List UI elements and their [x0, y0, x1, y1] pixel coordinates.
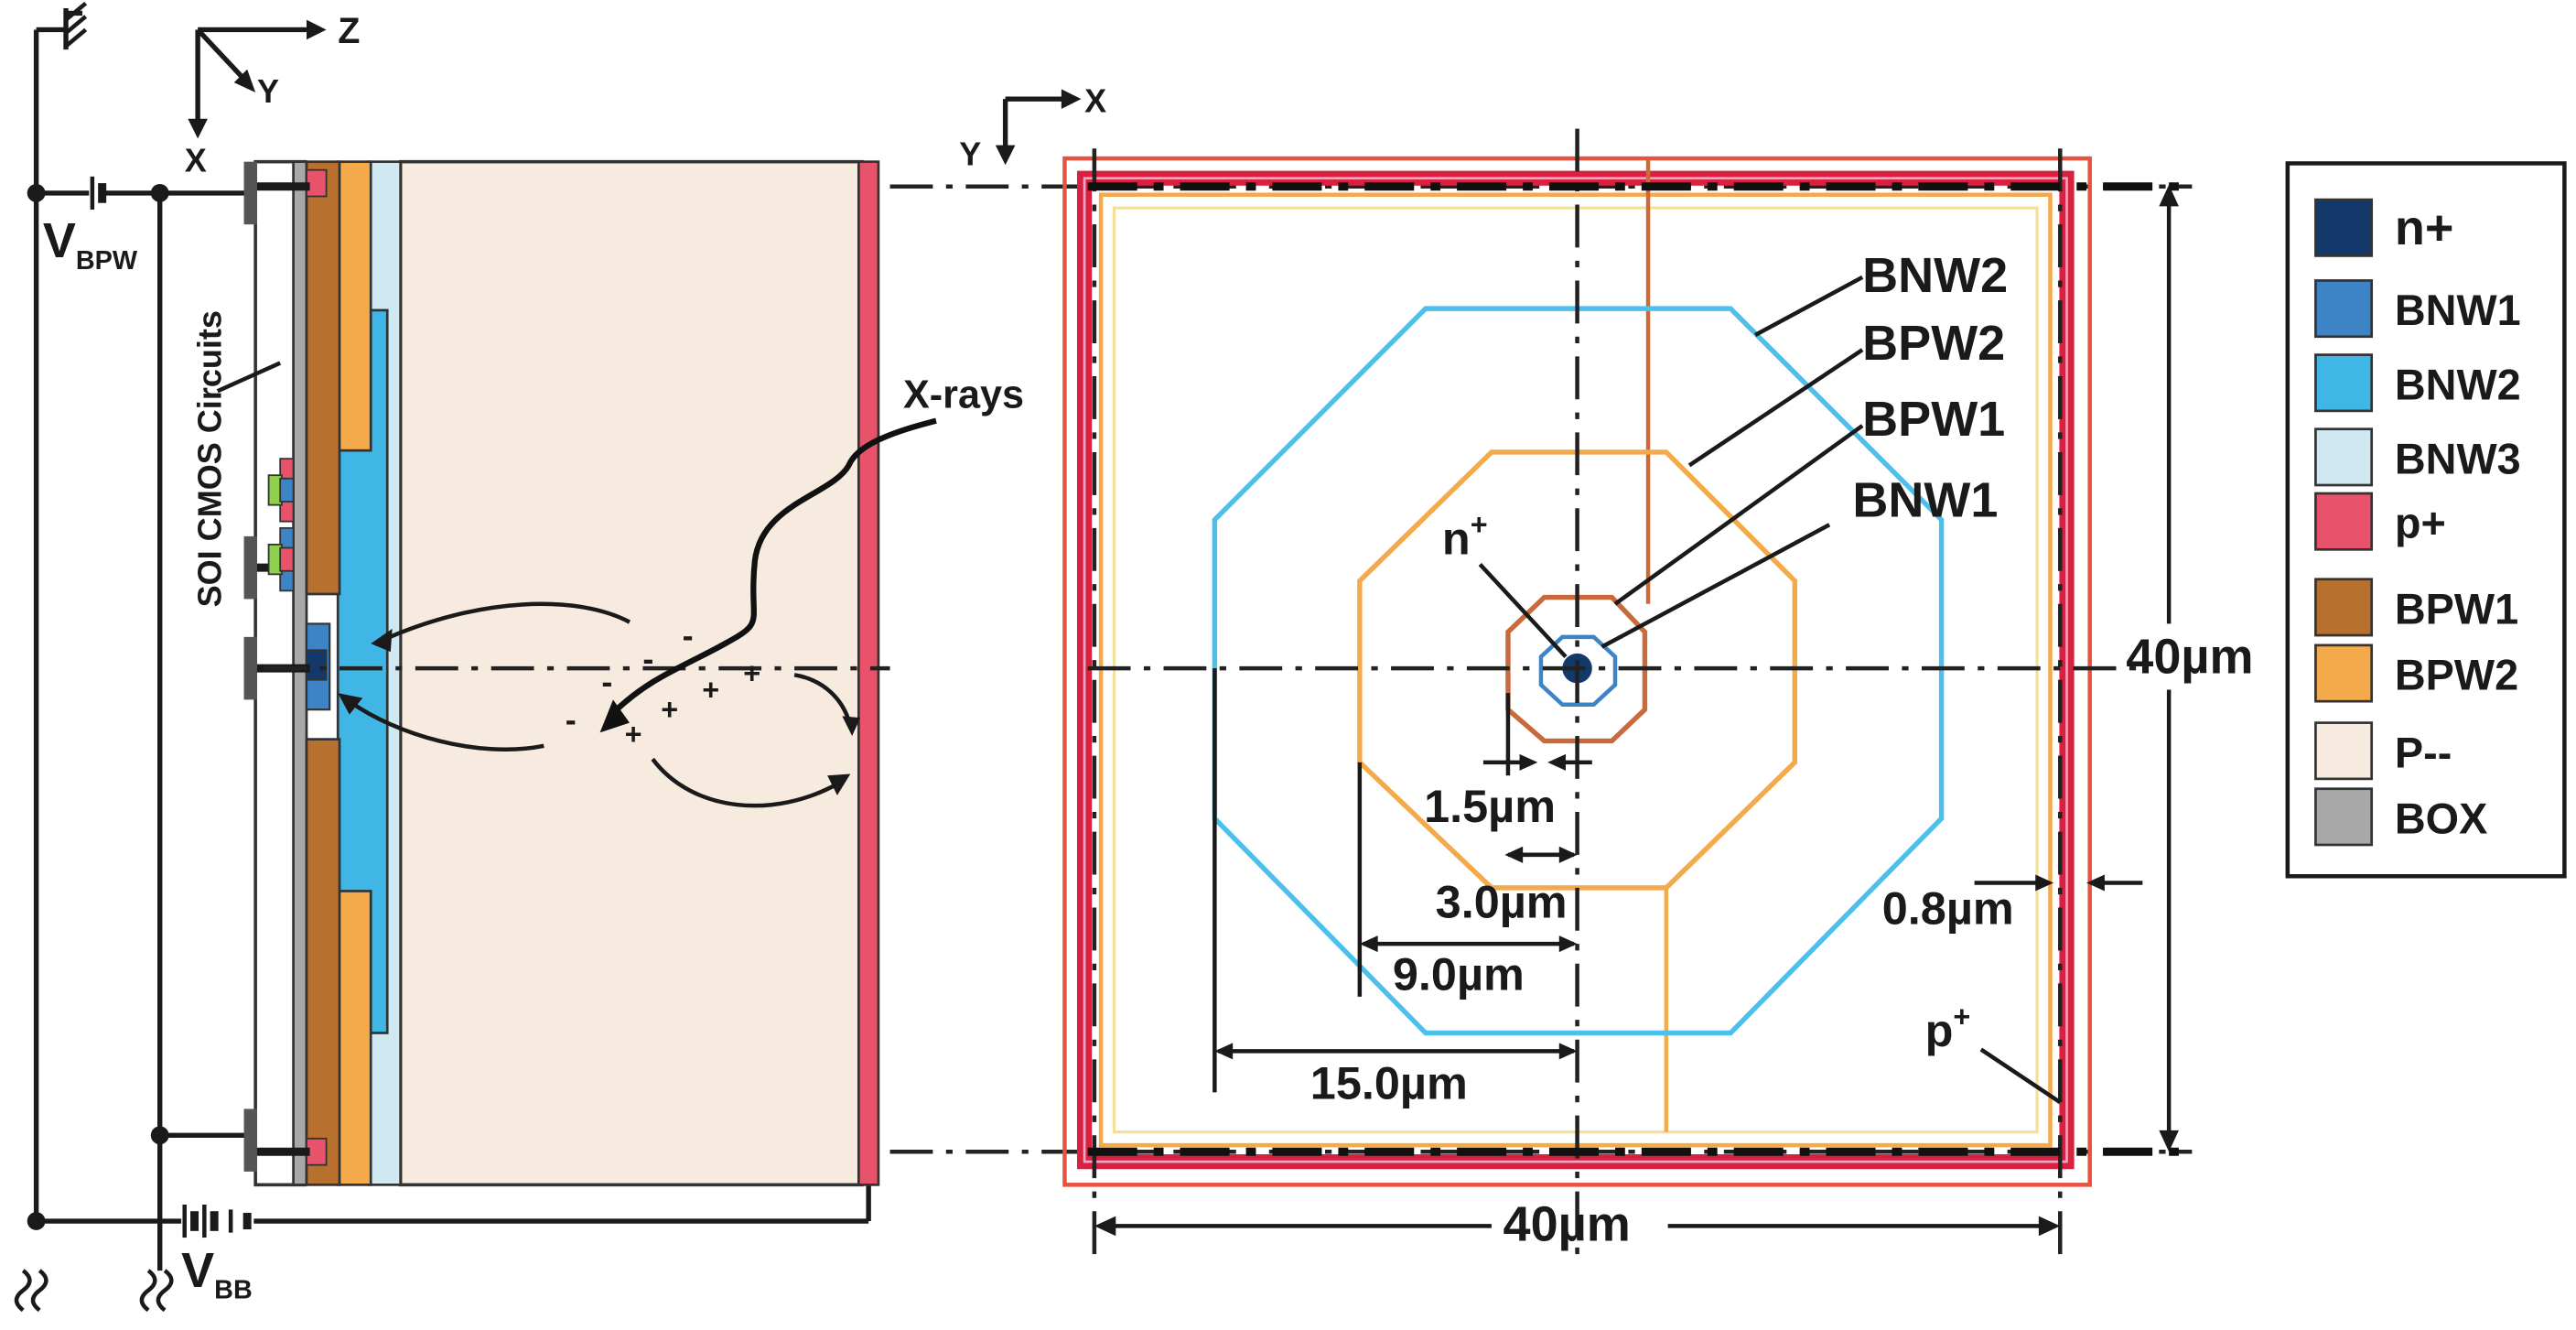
legend-swatch-p-	[2314, 492, 2374, 551]
legend-swatch-p-	[2314, 721, 2374, 781]
vbpw-main: V	[43, 213, 76, 268]
n-plus-label: n+	[1442, 508, 1488, 565]
axis-label-y-right: Y	[959, 135, 981, 172]
substrate-p-minus	[398, 159, 864, 1187]
svg-text:+: +	[661, 693, 678, 726]
back-p-plus	[857, 160, 880, 1186]
p-plus-main: p	[1925, 1004, 1954, 1056]
legend-label-n-: n+	[2395, 200, 2454, 255]
xray-arrowhead	[599, 699, 630, 733]
legend-swatch-bpw2	[2314, 643, 2374, 703]
legend-swatch-bnw3	[2314, 427, 2374, 487]
legend-label-p-: P--	[2395, 729, 2452, 776]
svg-text:-: -	[642, 640, 653, 677]
legend-label-bnw3: BNW3	[2395, 435, 2521, 482]
svg-text:+: +	[743, 656, 760, 689]
dim-15-0: 15.0µm	[1310, 1057, 1468, 1109]
bias-circuit: VBPW VBB	[14, 1, 871, 1313]
vbb-label: VBB	[181, 1243, 253, 1305]
bpw2-octagon	[1357, 449, 1798, 891]
axis-label-x: X	[185, 141, 207, 178]
vbpw-battery-icon	[90, 176, 107, 210]
axis-label-y: Y	[257, 72, 279, 110]
dim-3-0: 3.0µm	[1436, 875, 1568, 927]
legend-label-bpw1: BPW1	[2395, 585, 2518, 633]
legend-label-box: BOX	[2395, 795, 2487, 842]
cross-section: SOI CMOS Circuits X-rays - - - - + + + +	[190, 159, 1024, 1187]
legend-label-bpw2: BPW2	[2395, 652, 2518, 699]
right-axes: X Y	[959, 82, 1106, 173]
soi-transistors	[267, 458, 295, 592]
xrays-label: X-rays	[903, 373, 1024, 416]
ground-wiggle-icon	[14, 1269, 174, 1313]
vbpw-sub: BPW	[76, 246, 138, 276]
bnw1-label: BNW1	[1852, 472, 1998, 527]
n-plus-main: n	[1442, 513, 1471, 565]
svg-text:-: -	[566, 701, 577, 739]
p-plus-sup: +	[1953, 1000, 1970, 1033]
bpw1-octagon	[1505, 594, 1648, 744]
bnw1-octagon	[1538, 634, 1618, 708]
top-view: BNW2 BPW2 BPW1 BNW1 n+ p+ 1.5µm 3.0µm 9.…	[1062, 128, 2254, 1255]
bnw2-octagon	[1212, 306, 1945, 1036]
legend-label-bnw2: BNW2	[2395, 361, 2521, 408]
svg-text:-: -	[601, 663, 612, 700]
dim-0-8: 0.8µm	[1882, 882, 2014, 935]
bnw2-label: BNW2	[1862, 248, 2008, 303]
xray-path	[610, 417, 937, 716]
dim-40-vertical: 40µm	[2126, 629, 2253, 684]
p-plus-label: p+	[1925, 1000, 1971, 1056]
svg-text:+: +	[625, 718, 642, 751]
vbb-main: V	[181, 1243, 214, 1298]
bpw2-top	[336, 160, 372, 452]
bpw1-top	[305, 160, 341, 596]
vbb-sub: BB	[214, 1276, 253, 1305]
dim-40-horizontal: 40µm	[1504, 1197, 1631, 1252]
ground-icon	[63, 1, 88, 50]
legend-label-bnw1: BNW1	[2395, 287, 2521, 334]
bpw1-bottom	[305, 738, 341, 1186]
charge-carriers: - - - - + + + +	[566, 617, 760, 751]
left-axes: Z Y X	[185, 11, 361, 179]
legend-label-p-: p+	[2395, 500, 2446, 547]
dim-1-5: 1.5µm	[1424, 780, 1556, 832]
vbb-battery-icon	[182, 1204, 252, 1238]
dim-9-0: 9.0µm	[1393, 948, 1525, 1000]
legend-swatch-bpw1	[2314, 578, 2374, 637]
svg-text:-: -	[683, 617, 694, 654]
legend-swatch-box	[2314, 787, 2374, 847]
axis-label-x-right: X	[1084, 82, 1106, 120]
legend-swatch-n-	[2314, 198, 2374, 257]
legend-swatch-bnw1	[2314, 279, 2374, 339]
vbpw-label: VBPW	[43, 213, 138, 276]
bpw1-label: BPW1	[1862, 392, 2005, 447]
soi-cmos-label: SOI CMOS Circuits	[190, 310, 228, 607]
bpw2-label: BPW2	[1862, 316, 2005, 371]
bpw2-bottom	[336, 890, 372, 1186]
legend-swatch-bnw2	[2314, 353, 2374, 413]
axis-label-z: Z	[338, 11, 360, 51]
svg-text:+: +	[702, 673, 719, 706]
n-plus-sup: +	[1471, 508, 1488, 541]
